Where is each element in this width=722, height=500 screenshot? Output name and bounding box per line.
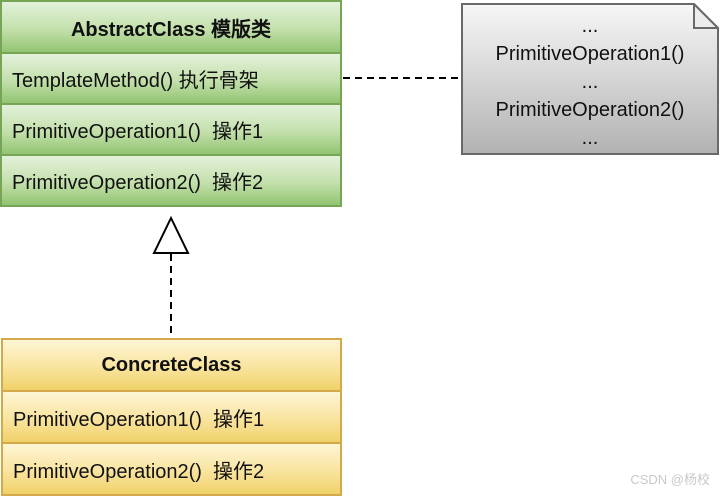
uml-note: ... PrimitiveOperation1() ... PrimitiveO… <box>461 3 719 155</box>
concrete-class-method-op2: PrimitiveOperation2() 操作2 <box>3 442 340 494</box>
note-line: ... <box>581 15 599 37</box>
concrete-class-method-op1: PrimitiveOperation1() 操作1 <box>3 390 340 442</box>
inheritance-dashed-line <box>170 254 172 338</box>
note-line: ... <box>581 71 599 93</box>
concrete-class-box: ConcreteClass PrimitiveOperation1() 操作1 … <box>1 338 342 496</box>
note-link-dashed-line <box>343 77 461 79</box>
abstract-class-method-op2: PrimitiveOperation2() 操作2 <box>2 154 340 205</box>
note-shape <box>461 3 719 155</box>
note-text: ... PrimitiveOperation1() ... PrimitiveO… <box>461 12 719 152</box>
abstract-class-title: AbstractClass 模版类 <box>2 2 340 52</box>
note-line: PrimitiveOperation2() <box>495 99 685 121</box>
watermark: CSDN @杨校 <box>630 472 710 487</box>
abstract-class-method-op1: PrimitiveOperation1() 操作1 <box>2 103 340 154</box>
note-line: ... <box>581 127 599 149</box>
concrete-class-title: ConcreteClass <box>3 340 340 390</box>
note-body <box>461 3 719 155</box>
abstract-class-box: AbstractClass 模版类 TemplateMethod() 执行骨架 … <box>0 0 342 207</box>
inheritance-triangle-icon <box>152 215 190 254</box>
note-line: PrimitiveOperation1() <box>495 43 685 65</box>
note-folded-corner-icon <box>693 3 719 29</box>
abstract-class-method-template: TemplateMethod() 执行骨架 <box>2 52 340 103</box>
